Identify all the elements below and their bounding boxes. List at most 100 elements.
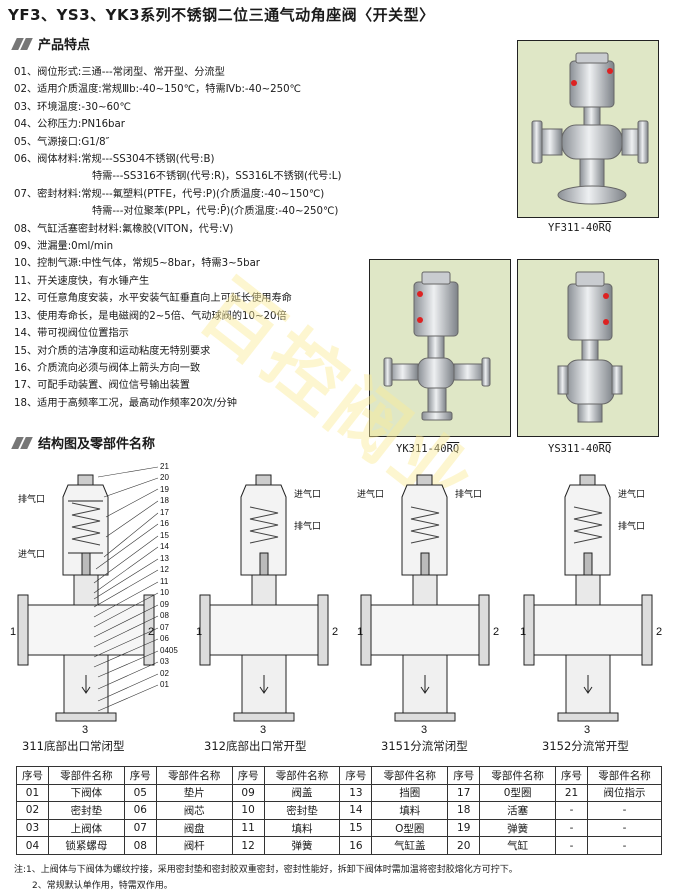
- photo-caption: YS311-40RQ: [548, 443, 612, 455]
- svg-text:15: 15: [160, 531, 169, 540]
- heading-marker-icon: [11, 37, 33, 50]
- section-diagram-3152: 进气口 排气口 1 2 3: [520, 457, 670, 737]
- svg-text:21: 21: [160, 462, 169, 471]
- table-cell: 07: [123, 818, 157, 838]
- feature-item: 05、气源接口:G1/8″: [14, 136, 110, 148]
- table-header-cell: 零部件名称: [587, 766, 662, 785]
- intake-label: 进气口: [618, 488, 645, 499]
- callout-numbers: 21 20 19 18 17 16 15 14 13 12 11 10 09 0…: [160, 462, 178, 689]
- table-cell: 0型圈: [479, 783, 557, 803]
- features-heading-text: 产品特点: [38, 38, 91, 53]
- footnote: 2、常规默认单作用，特需双作用。: [32, 881, 173, 891]
- svg-text:13: 13: [160, 554, 169, 563]
- table-cell: 下阀体: [47, 783, 125, 803]
- section-diagram-311: 21 20 19 18 17 16 15 14 13 12 11 10 09 0…: [8, 457, 183, 737]
- valve-section-drawing: 进气口 排气口 1 2 3: [357, 474, 499, 736]
- table-header-row: 序号 零部件名称 序号 零部件名称 序号 零部件名称 序号 零部件名称 序号 零…: [16, 766, 662, 785]
- parts-table: 序号 零部件名称 序号 零部件名称 序号 零部件名称 序号 零部件名称 序号 零…: [16, 766, 662, 855]
- svg-text:08: 08: [160, 611, 169, 620]
- table-cell: 13: [339, 783, 373, 803]
- port-1-label: 1: [10, 626, 16, 638]
- table-header-cell: 序号: [339, 766, 373, 785]
- table-header-cell: 零部件名称: [371, 766, 449, 785]
- table-header-cell: 序号: [123, 766, 157, 785]
- port-3-label: 3: [82, 724, 88, 736]
- feature-item: 06、阀体材料:常规---SS304不锈钢(代号:B): [14, 154, 215, 166]
- exhaust-label: 排气口: [18, 493, 45, 504]
- table-cell: 密封垫: [263, 801, 341, 820]
- svg-text:18: 18: [160, 496, 169, 505]
- feature-item: 07、密封材料:常规---氟塑料(PTFE，代号:P)(介质温度:-40~150…: [14, 188, 325, 200]
- svg-text:11: 11: [160, 577, 169, 586]
- table-cell: 10: [231, 801, 265, 820]
- exhaust-label: 排气口: [455, 488, 482, 499]
- table-cell: 弹簧: [479, 818, 557, 838]
- port-1-label: 1: [357, 626, 363, 638]
- svg-text:14: 14: [160, 542, 169, 551]
- diagram-caption: 3152分流常开型: [542, 739, 629, 753]
- svg-text:12: 12: [160, 565, 169, 574]
- table-cell: 气缸盖: [371, 836, 449, 855]
- valve-photo-threaded: [557, 271, 623, 423]
- table-cell: 阀盖: [263, 783, 341, 803]
- table-header-cell: 零部件名称: [263, 766, 341, 785]
- feature-item: 13、使用寿命长，是电磁阀的2~5倍、气动球阀的10~20倍: [14, 310, 287, 322]
- svg-text:16: 16: [160, 519, 169, 528]
- table-cell: 21: [555, 783, 588, 803]
- table-header-cell: 序号: [555, 766, 588, 785]
- svg-text:09: 09: [160, 600, 169, 609]
- table-cell: -: [587, 836, 662, 855]
- exhaust-label: 排气口: [294, 520, 321, 531]
- feature-item: 特需---对位聚苯(PPL，代号:P̄)(介质温度:-40~250℃): [92, 206, 339, 218]
- table-cell: 19: [447, 818, 481, 838]
- svg-text:06: 06: [160, 634, 169, 643]
- port-3-label: 3: [584, 724, 590, 736]
- table-cell: 16: [339, 836, 373, 855]
- table-cell: -: [555, 801, 588, 820]
- feature-item: 17、可配手动装置、阀位信号输出装置: [14, 380, 190, 392]
- feature-item: 02、适用介质温度:常规Ⅲb:-40~150℃，特需Ⅳb:-40~250℃: [14, 84, 301, 96]
- table-cell: 气缸: [479, 836, 557, 855]
- port-1-label: 1: [196, 626, 202, 638]
- valve-section-drawing: 进气口 排气口 1 2 3: [196, 474, 338, 736]
- table-cell: 填料: [263, 818, 341, 838]
- product-photo-yk311: [369, 259, 511, 437]
- svg-text:17: 17: [160, 508, 169, 517]
- port-2-label: 2: [148, 626, 154, 638]
- feature-item: 特需---SS316不锈钢(代号:R)，SS316L不锈钢(代号:L): [92, 171, 342, 183]
- callout-leaders: [93, 466, 159, 712]
- table-cell: 01: [16, 783, 49, 803]
- table-cell: 密封垫: [47, 801, 125, 820]
- svg-text:10: 10: [160, 588, 169, 597]
- table-header-cell: 零部件名称: [47, 766, 125, 785]
- valve-photo-flanged: [531, 52, 649, 205]
- port-3-label: 3: [260, 724, 266, 736]
- features-heading: 产品特点: [11, 34, 91, 53]
- port-2-label: 2: [493, 626, 499, 638]
- table-row: 02 密封垫 06 阀芯 10 密封垫 14 填料 18 活塞 - -: [16, 801, 662, 820]
- heading-marker-icon: [11, 436, 33, 449]
- table-cell: 挡圈: [371, 783, 449, 803]
- feature-item: 14、带可视阀位位置指示: [14, 328, 129, 340]
- port-2-label: 2: [332, 626, 338, 638]
- table-cell: 阀杆: [155, 836, 233, 855]
- intake-label: 进气口: [18, 548, 45, 559]
- table-cell: 活塞: [479, 801, 557, 820]
- svg-text:03: 03: [160, 657, 169, 666]
- feature-item: 04、公称压力:PN16bar: [14, 119, 125, 131]
- table-cell: 06: [123, 801, 157, 820]
- feature-item: 10、控制气源:中性气体，常规5~8bar，特需3~5bar: [14, 258, 261, 270]
- table-cell: 20: [447, 836, 481, 855]
- footnote: 注:1、上阀体与下阀体为螺纹拧接，采用密封垫和密封胶双重密封，密封性能好，拆卸下…: [14, 865, 518, 875]
- feature-item: 09、泄漏量:0ml/min: [14, 241, 114, 253]
- table-row: 03 上阀体 07 阀盘 11 填料 15 O型圈 19 弹簧 - -: [16, 818, 662, 838]
- section-diagram-3151: 进气口 排气口 1 2 3: [357, 457, 507, 737]
- table-cell: 填料: [371, 801, 449, 820]
- table-cell: -: [555, 818, 588, 838]
- feature-list: 01、阀位形式:三通---常闭型、常开型、分流型 02、适用介质温度:常规Ⅲb:…: [14, 64, 509, 412]
- section-diagram-312: 进气口 排气口 1 2 3: [196, 457, 346, 737]
- feature-item: 01、阀位形式:三通---常闭型、常开型、分流型: [14, 67, 225, 78]
- table-cell: 弹簧: [263, 836, 341, 855]
- feature-item: 15、对介质的洁净度和运动粘度无特别要求: [14, 345, 211, 357]
- table-cell: -: [555, 836, 588, 855]
